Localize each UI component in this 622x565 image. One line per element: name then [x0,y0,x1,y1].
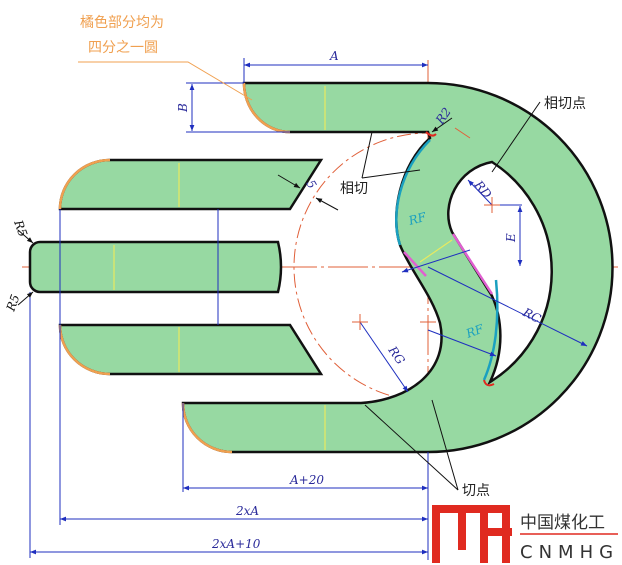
dim-a-label: A [329,49,339,63]
note-line-1: 橘色部分均为 [80,14,164,31]
rf-label-2: RF [463,321,486,341]
inner-hole [447,160,553,386]
upper-middle-bar [58,158,324,211]
pink-edge-2 [403,251,427,277]
pink-edge [451,233,494,295]
r5-top-label: R5 [11,217,30,238]
dim-2a-label: 2xA [235,504,259,518]
cut-point-label: 切点 [462,483,490,499]
r5-bottom-label: R5 [3,293,22,314]
bottom-fillet [483,379,495,387]
r2-fillet [425,131,437,137]
note-leader [78,61,253,101]
quarter-arcs [58,82,291,454]
dim-a-plus-20-label: A+20 [289,473,324,487]
cnmhg-logo: 中国煤化工 CNMHG [432,505,619,563]
dim-2a-plus-10-label: 2xA+10 [211,537,261,551]
logo-mark-icon [432,505,512,563]
center-bar [28,240,283,294]
lower-middle-bar [58,323,324,376]
rf-curve-lower [482,279,499,381]
dimension-lines [29,58,588,560]
logo-text-en: CNMHG [520,542,619,563]
tangent-label: 相切 [340,181,368,197]
logo-text-cn: 中国煤化工 [520,513,605,533]
construction-marks [352,197,500,330]
rf-curve [395,139,431,246]
leader-lines [17,101,541,491]
tangent-point-label: 相切点 [544,96,586,112]
e-label: E [504,233,518,243]
rf-label-1: RF [406,210,428,228]
dim-b-label: B [176,103,190,113]
mid-lines [113,86,453,450]
note-line-2: 四分之一圆 [88,40,158,56]
